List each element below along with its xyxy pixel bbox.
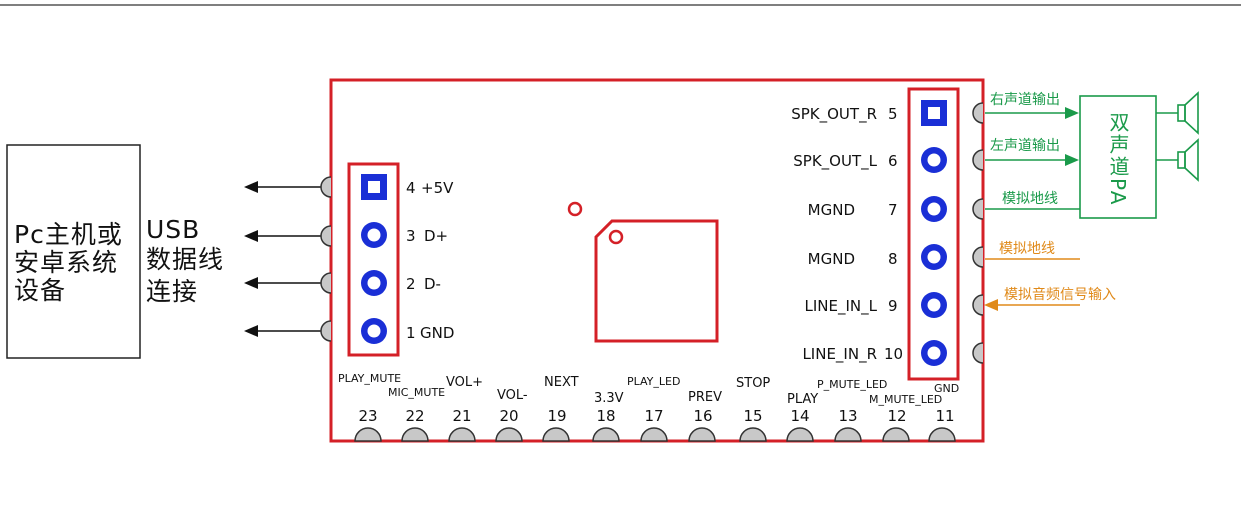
bottom-pin-label: M_MUTE_LED <box>869 393 942 406</box>
usb-pin-4-pad <box>361 174 387 200</box>
audio-pin-9-pad <box>921 292 947 318</box>
analog-input-label: 模拟音频信号输入 <box>1004 286 1116 303</box>
audio-pin-name: LINE_IN_R <box>802 345 877 364</box>
pc-box-line-1: Pc主机或 <box>14 220 123 249</box>
audio-pin-name: MGND <box>808 250 855 268</box>
audio-pin-num: 9 <box>888 297 898 315</box>
pa-box-label: 双声道PA <box>1106 112 1130 206</box>
usb-pin-2-pad <box>361 270 387 296</box>
right-channel-label: 右声道输出 <box>990 92 1060 108</box>
usb-pin-num: 4 <box>406 179 416 197</box>
usb-label-line-3: 连接 <box>146 277 198 306</box>
pa-amplifier-box <box>1079 95 1157 219</box>
usb-pin-1-pad <box>361 318 387 344</box>
audio-pin-name: LINE_IN_L <box>805 297 878 316</box>
analog-input-connection <box>984 299 1080 311</box>
bottom-pin-numbers: 23 22 21 20 19 18 17 16 15 14 13 12 11 <box>358 407 954 425</box>
usb-pin-num: 2 <box>406 275 416 293</box>
usb-pin-3-pad <box>361 222 387 248</box>
audio-pin-6-pad <box>921 147 947 173</box>
bottom-pin-num: 16 <box>693 407 712 425</box>
usb-pin-label: D- <box>424 275 441 293</box>
bottom-pin-num: 11 <box>935 407 954 425</box>
module-board <box>329 78 985 443</box>
usb-pin-label: GND <box>420 324 454 342</box>
left-channel-connection <box>985 154 1079 166</box>
bottom-pin-label: VOL+ <box>446 375 483 390</box>
usb-label-line-2: 数据线 <box>146 245 224 274</box>
bottom-pin-num: 15 <box>743 407 762 425</box>
audio-pin-header <box>907 87 960 381</box>
pc-box-line-3: 设备 <box>14 276 66 305</box>
audio-pin-name: SPK_OUT_R <box>791 105 877 124</box>
analog-ground-label-green: 模拟地线 <box>1002 191 1058 207</box>
bottom-pin-num: 14 <box>790 407 809 425</box>
bottom-pin-num: 17 <box>644 407 663 425</box>
chip-outline <box>594 219 719 343</box>
audio-pin-name: SPK_OUT_L <box>793 152 877 171</box>
bottom-pin-num: 20 <box>499 407 518 425</box>
usb-arrows <box>244 181 330 337</box>
bottom-pin-label: GND <box>934 382 959 395</box>
bottom-pin-label: 3.3V <box>594 391 624 406</box>
bottom-pin-num: 12 <box>887 407 906 425</box>
mounting-hole <box>567 201 583 217</box>
bottom-pin-label: NEXT <box>544 375 579 390</box>
chip-pin1-marker <box>608 229 624 245</box>
pc-box <box>6 144 141 359</box>
audio-pin-num: 6 <box>888 152 898 170</box>
bottom-pin-num: 22 <box>405 407 424 425</box>
bottom-pin-label: PLAY_LED <box>627 375 680 388</box>
audio-pin-10-pad <box>921 340 947 366</box>
left-edge-pads <box>320 176 332 342</box>
audio-pin-name: MGND <box>808 201 855 219</box>
analog-ground-label-orange: 模拟地线 <box>999 241 1055 257</box>
usb-pin-header <box>347 162 400 357</box>
audio-pin-7-pad <box>921 196 947 222</box>
bottom-pin-label: MIC_MUTE <box>388 386 445 399</box>
usb-pin-label: +5V <box>421 179 454 197</box>
bottom-pin-label: P_MUTE_LED <box>817 378 887 391</box>
audio-pin-num: 10 <box>884 345 903 363</box>
bottom-pin-num: 23 <box>358 407 377 425</box>
audio-pin-8-pad <box>921 244 947 270</box>
bottom-pin-label: STOP <box>736 376 770 391</box>
speaker-icon <box>1156 138 1199 182</box>
bottom-pin-labels: PLAY_MUTE MIC_MUTE VOL+ VOL- NEXT 3.3V P… <box>338 372 959 407</box>
bottom-pin-label: PREV <box>688 390 722 405</box>
bottom-pin-num: 21 <box>452 407 471 425</box>
audio-pin-num: 8 <box>888 250 898 268</box>
right-channel-connection <box>985 107 1079 119</box>
bottom-pin-label: PLAY <box>787 392 818 407</box>
bottom-pin-num: 18 <box>596 407 615 425</box>
usb-pin-num: 3 <box>406 227 416 245</box>
bottom-edge-pads <box>354 427 956 442</box>
audio-pin-num: 5 <box>888 105 898 123</box>
usb-pin-label: D+ <box>424 227 448 245</box>
usb-pin-num: 1 <box>406 324 416 342</box>
bottom-pin-label: PLAY_MUTE <box>338 372 401 385</box>
right-edge-pads <box>972 102 984 364</box>
pc-box-line-2: 安卓系统 <box>14 248 118 277</box>
speaker-icon <box>1156 91 1199 135</box>
bottom-pin-label: VOL- <box>497 388 528 403</box>
bottom-pin-num: 19 <box>547 407 566 425</box>
bottom-pin-num: 13 <box>838 407 857 425</box>
usb-label-line-1: USB <box>146 215 200 244</box>
left-channel-label: 左声道输出 <box>990 138 1060 154</box>
audio-pin-num: 7 <box>888 201 898 219</box>
audio-pin-5-pad <box>921 100 947 126</box>
